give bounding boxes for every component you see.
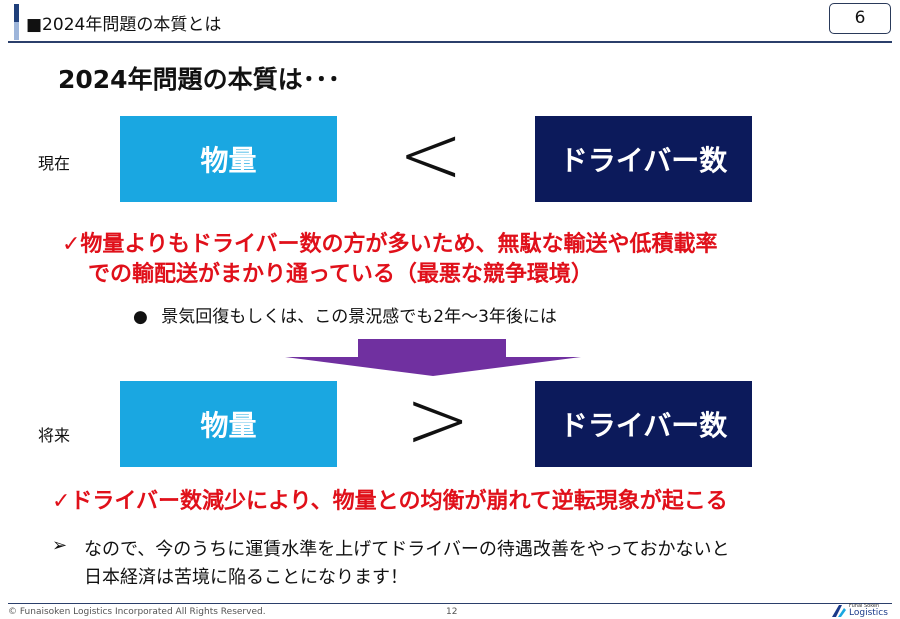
current-note-line1: ✓物量よりもドライバー数の方が多いため、無駄な輸送や低積載率 (62, 232, 718, 257)
future-label: 将来 (38, 426, 71, 445)
less-than-symbol: < (398, 107, 464, 203)
volume-box-current: 物量 (120, 116, 337, 202)
future-note: ✓ドライバー数減少により、物量との均衡が崩れて逆転現象が起こる (52, 489, 728, 514)
greater-than-symbol: > (405, 372, 471, 468)
conclusion-marker: ➢ (52, 535, 68, 556)
page-number-box: 6 (829, 3, 891, 34)
volume-box-future: 物量 (120, 381, 337, 467)
conclusion-line1: なので、今のうちに運賃水準を上げてドライバーの待遇改善をやっておかないと (84, 539, 730, 560)
footer-divider (8, 603, 892, 604)
driver-count-box-future: ドライバー数 (535, 381, 752, 467)
header-title: ■2024年問題の本質とは (26, 15, 222, 35)
bullet-marker: ● (133, 307, 148, 327)
current-label: 現在 (38, 154, 71, 173)
footer-page-number: 12 (446, 607, 458, 617)
bullet-text: 景気回復もしくは、この景況感でも2年～3年後には (161, 307, 557, 327)
header-accent-bar-light (14, 22, 19, 40)
driver-count-box-current: ドライバー数 (535, 116, 752, 202)
footer-copyright: © Funaisoken Logistics Incorporated All … (8, 607, 266, 617)
conclusion-line2: 日本経済は苦境に陥ることになります！ (84, 567, 408, 588)
logo-small-text: Funai Soken (849, 603, 880, 609)
company-logo: Funai Soken Logistics (832, 604, 888, 618)
header-accent-bar (14, 4, 19, 22)
logo-mark-icon (832, 605, 846, 617)
header-divider (8, 41, 892, 43)
current-note-line2: での輸配送がまかり通っている（最悪な競争環境） (88, 262, 593, 287)
slide-title: 2024年問題の本質は･･･ (58, 65, 341, 94)
down-arrow-icon (285, 339, 581, 376)
bullet-item: ● 景気回復もしくは、この景況感でも2年～3年後には (133, 302, 557, 327)
logo-text: Logistics (849, 608, 888, 618)
